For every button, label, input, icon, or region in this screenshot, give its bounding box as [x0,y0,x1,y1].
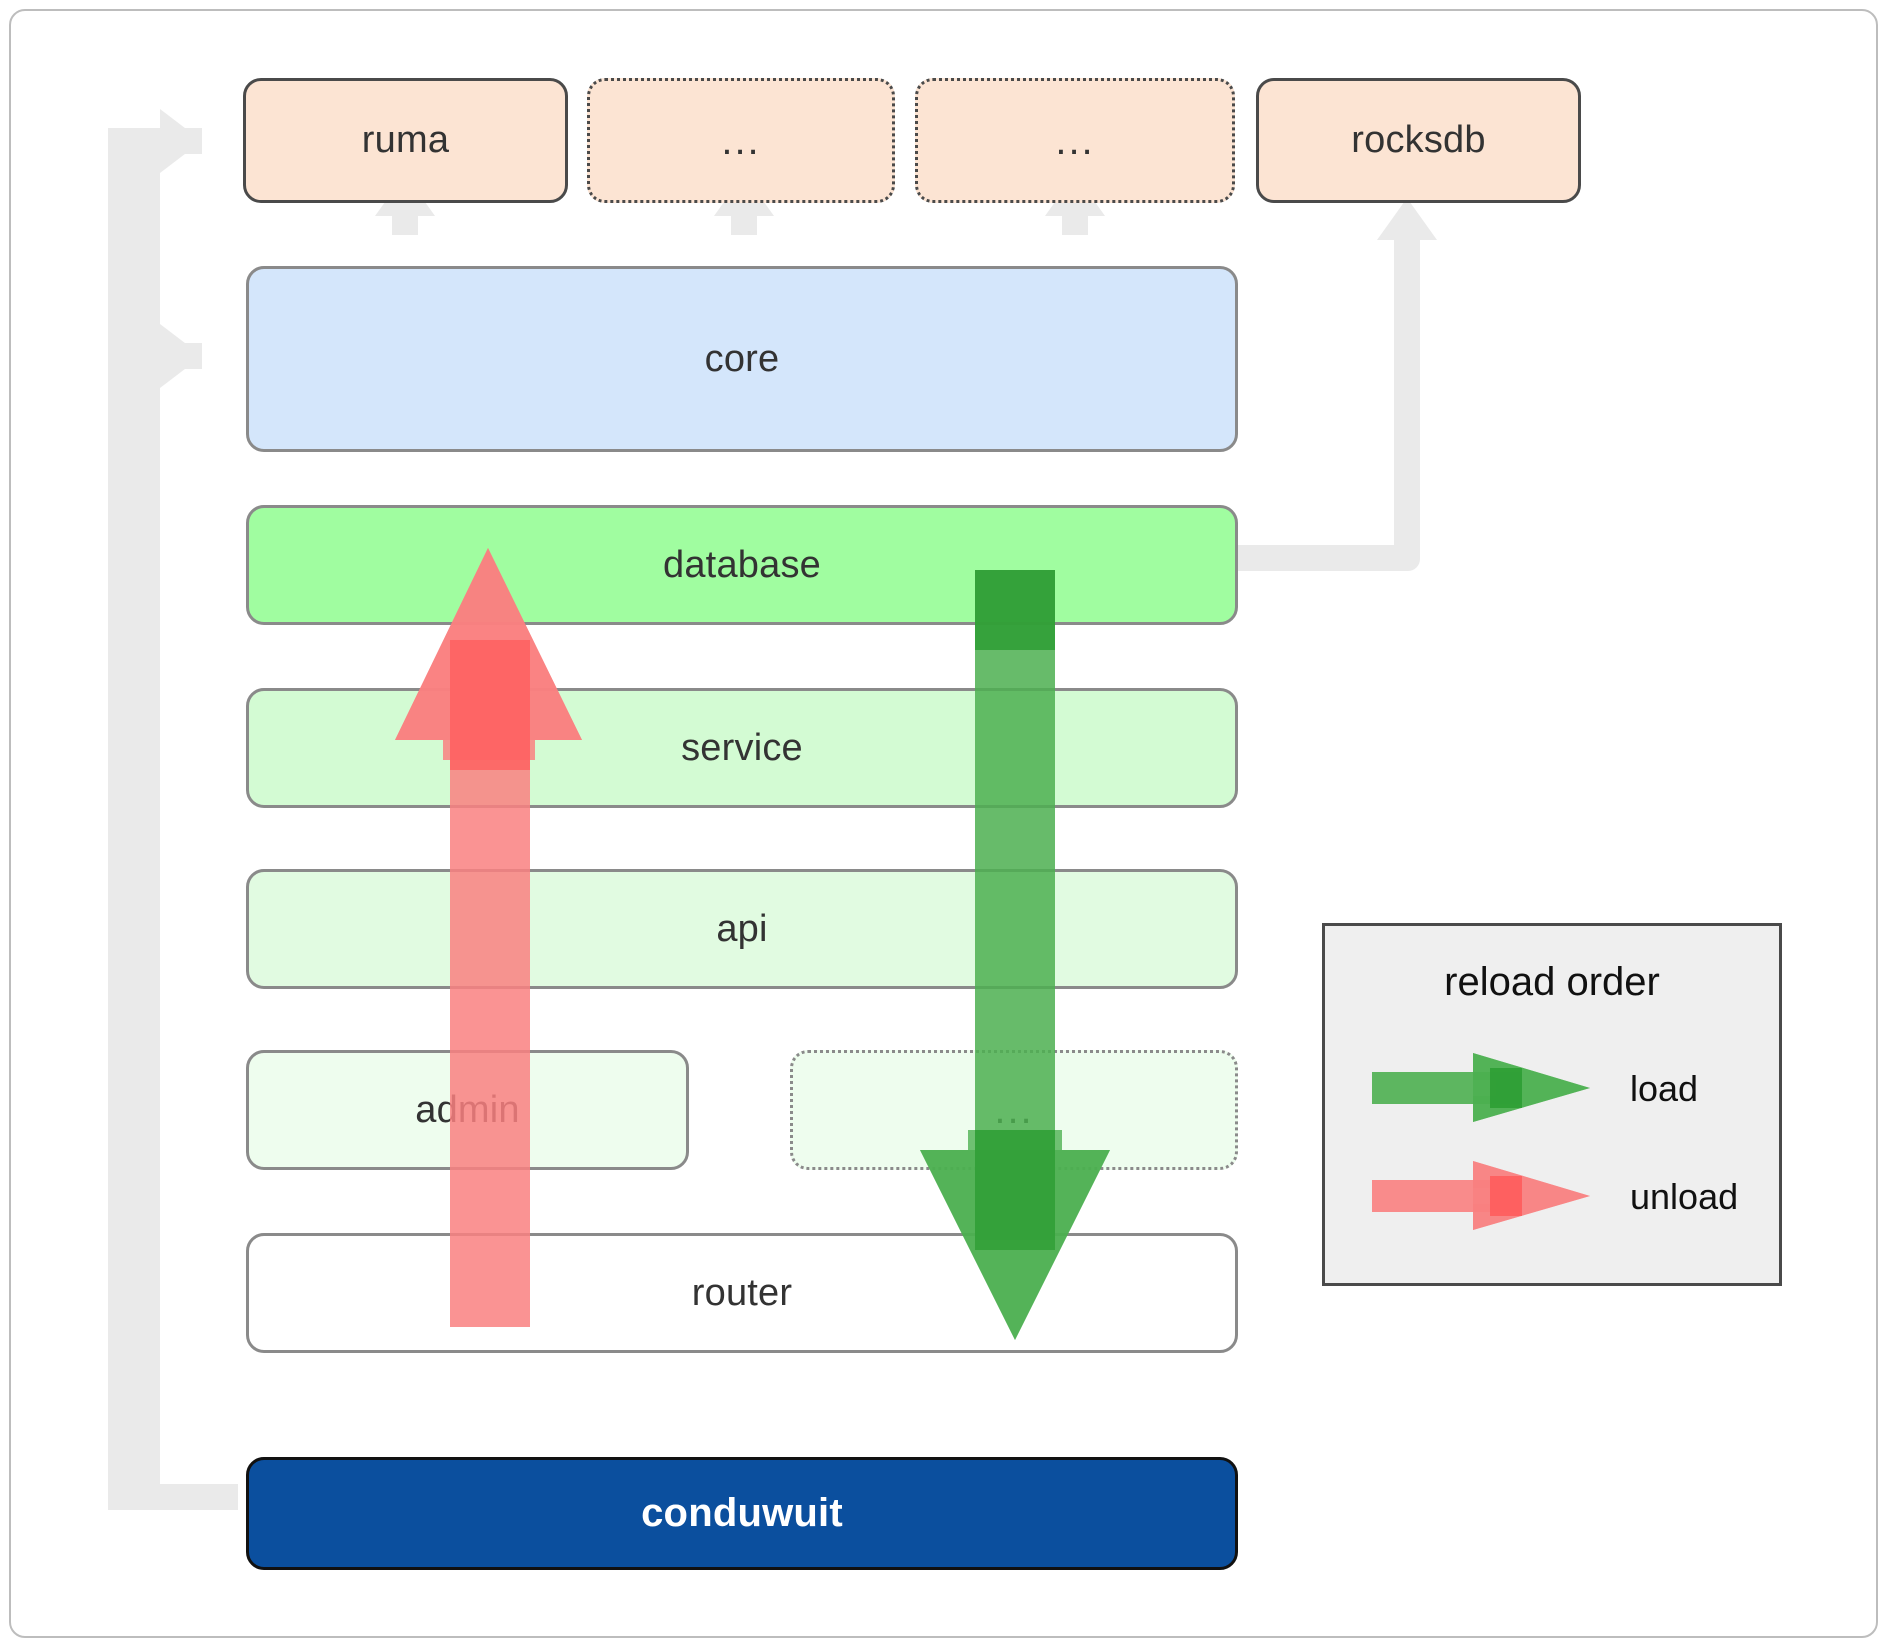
dependency-box-dots1[interactable]: ... [587,78,895,203]
connector-database-to-rocksdb-horizontal [1220,545,1420,571]
dependency-box-dots2[interactable]: ... [915,78,1235,203]
dependency-label-rocksdb: rocksdb [1351,119,1486,161]
legend-label-unload: unload [1630,1176,1739,1217]
dependency-label-ruma: ruma [361,119,450,161]
layer-box-service[interactable]: service [246,688,1238,808]
core-label: core [704,337,780,380]
layer-label-database: database [663,543,821,586]
layer-label-admin: admin [415,1088,520,1131]
dependency-label-dots1: ... [721,118,761,163]
dependency-box-rocksdb[interactable]: rocksdb [1256,78,1581,203]
layer-label-api: api [716,907,768,950]
layer-label-router: router [691,1271,793,1314]
legend-panel: reload order [1322,923,1782,1286]
layer-box-moredots[interactable]: ... [790,1050,1238,1170]
connector-to-core-arrowhead [160,324,202,388]
layer-box-database[interactable]: database [246,505,1238,625]
binary-label: conduwuit [641,1491,843,1535]
connector-database-to-rocksdb-vertical [1394,238,1420,558]
diagram-frame [9,9,1878,1638]
dependency-box-ruma[interactable]: ruma [243,78,568,203]
core-box[interactable]: core [246,266,1238,452]
connector-to-ruma-arrowhead [160,109,202,173]
legend-label-load: load [1630,1068,1699,1109]
connector-conduwuit-bus-vertical [108,128,134,1510]
layer-box-admin[interactable]: admin [246,1050,689,1170]
connector-core-bus-vertical [134,128,160,1510]
layer-box-api[interactable]: api [246,869,1238,989]
dependency-label-dots2: ... [1055,118,1095,163]
connector-conduwuit-horizontal [108,1484,238,1510]
layer-box-router[interactable]: router [246,1233,1238,1353]
layer-label-service: service [681,726,803,769]
legend-title: reload order [1444,960,1660,1004]
connector-database-to-rocksdb-arrowhead [1377,198,1437,240]
layer-label-moredots: ... [994,1088,1034,1132]
binary-box-conduwuit[interactable]: conduwuit [246,1457,1238,1570]
